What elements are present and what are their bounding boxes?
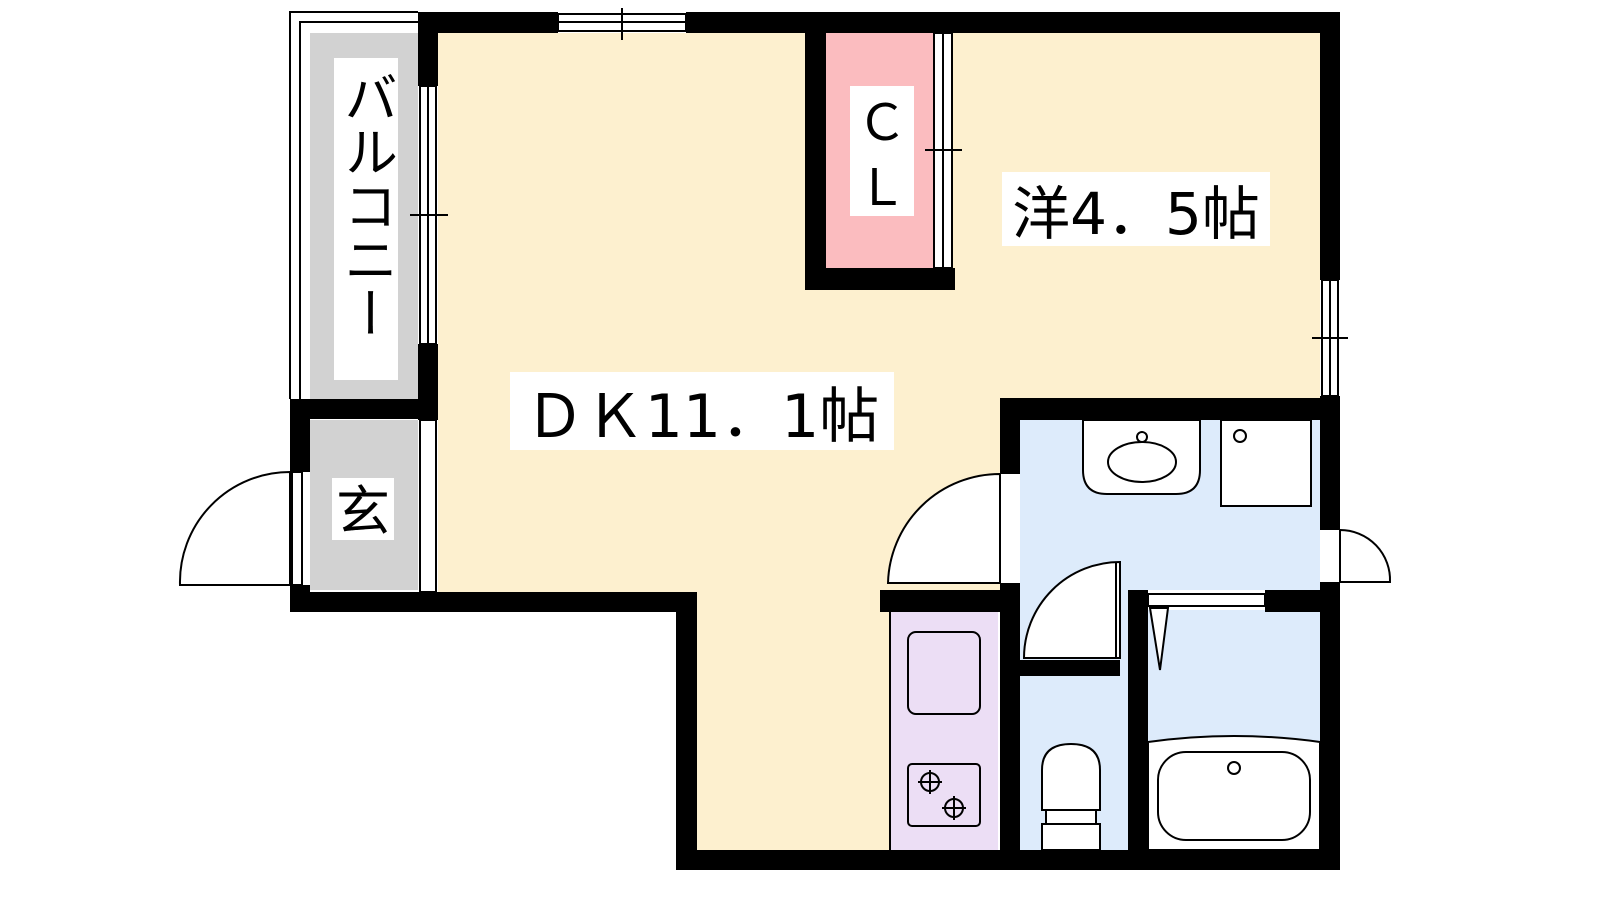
western-room-label: 洋4．5帖 [1012, 180, 1260, 248]
bath-door [1147, 593, 1266, 607]
exterior-door [1339, 528, 1392, 583]
balcony-rail [289, 11, 418, 399]
washroom-door [886, 472, 1001, 584]
entrance-label: 玄 [336, 480, 390, 543]
fixtures [889, 419, 1321, 851]
closet-label-l: Ｌ [857, 159, 907, 217]
doors [178, 470, 1392, 671]
closet-label-c: Ｃ [857, 94, 907, 152]
walls [290, 12, 1340, 870]
balcony-label: バルコニー [335, 70, 398, 340]
washer-icon [1220, 419, 1312, 507]
entrance-panel [419, 419, 437, 593]
kitchen-sink-icon [907, 631, 981, 715]
bathtub-icon [1147, 735, 1321, 851]
stove-icon [907, 763, 981, 827]
windows [410, 8, 1348, 593]
front-door [178, 470, 291, 586]
dk-room-label: ＤＫ11．1帖 [525, 382, 880, 452]
labels: ＤＫ11．1帖 洋4．5帖 Ｃ Ｌ バルコニー 玄 [332, 58, 1270, 543]
toilet-door [1022, 560, 1121, 659]
toilet-icon [1041, 742, 1101, 851]
sink-icon [1082, 419, 1201, 495]
